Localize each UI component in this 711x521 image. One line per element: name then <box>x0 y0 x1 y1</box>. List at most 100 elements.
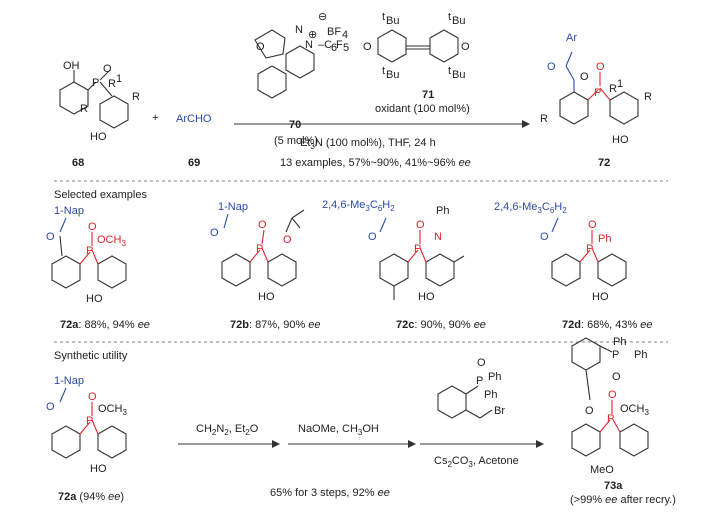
p73-meo: MeO <box>590 464 614 476</box>
example-72d: 2,4,6-Me3C6H2 O P O Ph HO 72d: 68%, 43% … <box>494 201 653 331</box>
conditions-base: Et3N (100 mol%), THF, 24 h <box>300 137 436 151</box>
ex-72c-p: P <box>414 243 421 255</box>
ex-72d-ho: HO <box>592 291 609 303</box>
ex-72c-yield: 72c: 90%, 90% ee <box>396 319 486 331</box>
product-73a: P Ph Ph O O P O OCH3 MeO 73a (>99% ee af… <box>570 336 676 506</box>
catalyst-aryl-f: F <box>336 39 343 51</box>
ex-72c-ho: HO <box>418 291 435 303</box>
util-overall: 65% for 3 steps, 92% ee <box>270 487 390 499</box>
r-group-b: R <box>132 91 140 103</box>
reagent-p: P <box>476 375 483 387</box>
util-step3: Cs2CO3, Acetone <box>434 455 519 469</box>
p73-o1: O <box>612 371 621 383</box>
reagent-ph2: Ph <box>484 389 497 401</box>
util-start-ho: HO <box>90 463 107 475</box>
ex-72a-p: P <box>86 245 93 257</box>
ex-72b-yield: 72b: 87%, 90% ee <box>230 319 321 331</box>
util-arrow-1 <box>178 440 280 448</box>
catalyst-aryl-sub2: 5 <box>343 42 349 54</box>
p73-o2: O <box>585 405 594 417</box>
util-arrow-2 <box>288 440 416 448</box>
p-atom: P <box>92 77 99 89</box>
reagent-ph1: Ph <box>488 371 501 383</box>
product-r1: R <box>609 83 617 95</box>
util-start-label: 72a (94% ee) <box>58 491 124 503</box>
ex-72b-o: O <box>210 227 219 239</box>
reagent-br: Br <box>494 405 505 417</box>
product-o-p: O <box>596 61 605 73</box>
bf4-anion: BF <box>327 26 341 38</box>
tbu-1: Bu <box>386 15 399 27</box>
catalyst-o: O <box>256 41 265 53</box>
p73-ph2: Ph <box>634 349 647 361</box>
product-72: Ar O O P O R 1 R R HO 72 <box>540 32 652 169</box>
util-start-pgroup: OCH3 <box>98 403 127 417</box>
neg-charge: ⊖ <box>318 11 327 23</box>
oxidant-71: O O t Bu t Bu t Bu t Bu 71 oxidant (100 … <box>363 11 470 115</box>
catalyst-n1: N <box>295 24 303 36</box>
ex-72a-top: 1-Nap <box>54 205 84 217</box>
product-ho: HO <box>612 134 629 146</box>
util-start-o: O <box>46 401 55 413</box>
tbu-t4: t <box>448 65 451 77</box>
tbu-2: Bu <box>452 15 465 27</box>
product-o-ester: O <box>547 61 556 73</box>
summary-text: 13 examples, 57%~90%, 41%~96% ee <box>280 157 471 169</box>
catalyst-loading: (5 mol%) <box>274 135 318 147</box>
catalyst-70: O N N ⊖ BF 4 ⊕ –C 6 F 5 70 (5 mol%) <box>254 11 349 147</box>
reactant-68: OH P O R 1 R R HO 68 <box>59 60 140 169</box>
ex-72b-pgroup: O <box>283 234 292 246</box>
catalyst-aryl: –C <box>318 39 332 51</box>
p73-och: OCH3 <box>620 403 649 417</box>
oxidant-o2: O <box>461 41 470 53</box>
r1-sup: 1 <box>116 73 122 85</box>
label-69: 69 <box>188 157 200 169</box>
util-step2: NaOMe, CH3OH <box>298 423 379 437</box>
product-r-right: R <box>644 91 652 103</box>
p73-p: P <box>612 349 619 361</box>
example-72a: 1-Nap O P O OCH3 HO 72a: 88%, 94% ee <box>46 205 150 331</box>
utility-heading: Synthetic utility <box>54 350 128 362</box>
ex-72c-top: 2,4,6-Me3C6H2 <box>322 199 395 213</box>
oxidant-o1: O <box>363 41 372 53</box>
product-r-left: R <box>540 113 548 125</box>
label-70: 70 <box>289 119 301 131</box>
util-step1: CH2N2, Et2O <box>196 423 259 437</box>
label-73a: 73a <box>604 480 623 492</box>
reaction-arrow <box>234 120 530 128</box>
product-ar: Ar <box>566 32 577 44</box>
ex-72b-o-p: O <box>258 219 267 231</box>
product-p: P <box>594 87 601 99</box>
bf4-sub: 4 <box>342 29 348 41</box>
oh-group: OH <box>63 60 80 72</box>
util-arrow-3: P O Ph Ph Br <box>420 357 544 448</box>
ex-72a-ho: HO <box>86 293 103 305</box>
label-71: 71 <box>422 89 434 101</box>
ex-72b-ho: HO <box>258 291 275 303</box>
util-start-p: P <box>86 415 93 427</box>
product-o-link: O <box>580 71 589 83</box>
p73-p2: P <box>607 413 614 425</box>
ex-72c-o: O <box>368 231 377 243</box>
ex-72d-p: P <box>586 243 593 255</box>
p73-o-p: O <box>608 389 617 401</box>
product-r1-sup: 1 <box>617 78 623 90</box>
p73-ph1: Ph <box>613 336 626 348</box>
ex-72b-p: P <box>256 243 263 255</box>
util-start-top: 1-Nap <box>54 375 84 387</box>
oxidant-loading: oxidant (100 mol%) <box>375 103 470 115</box>
ex-72a-yield: 72a: 88%, 94% ee <box>60 319 150 331</box>
r1-group: R <box>108 78 116 90</box>
example-72c: 2,4,6-Me3C6H2 O P O N Ph HO 72c: 90%, 90… <box>322 199 486 331</box>
ex-72a-o: O <box>46 231 55 243</box>
util-start-o-p: O <box>88 391 97 403</box>
ex-72a-pgroup: OCH3 <box>97 234 126 248</box>
r-group-a: R <box>80 103 88 115</box>
selected-heading: Selected examples <box>54 189 147 201</box>
catalyst-n2: N <box>305 39 313 51</box>
tbu-3: Bu <box>386 69 399 81</box>
ex-72b-top: 1-Nap <box>218 201 248 213</box>
pos-charge: ⊕ <box>308 29 317 41</box>
ex-72c-ph: Ph <box>436 205 449 217</box>
